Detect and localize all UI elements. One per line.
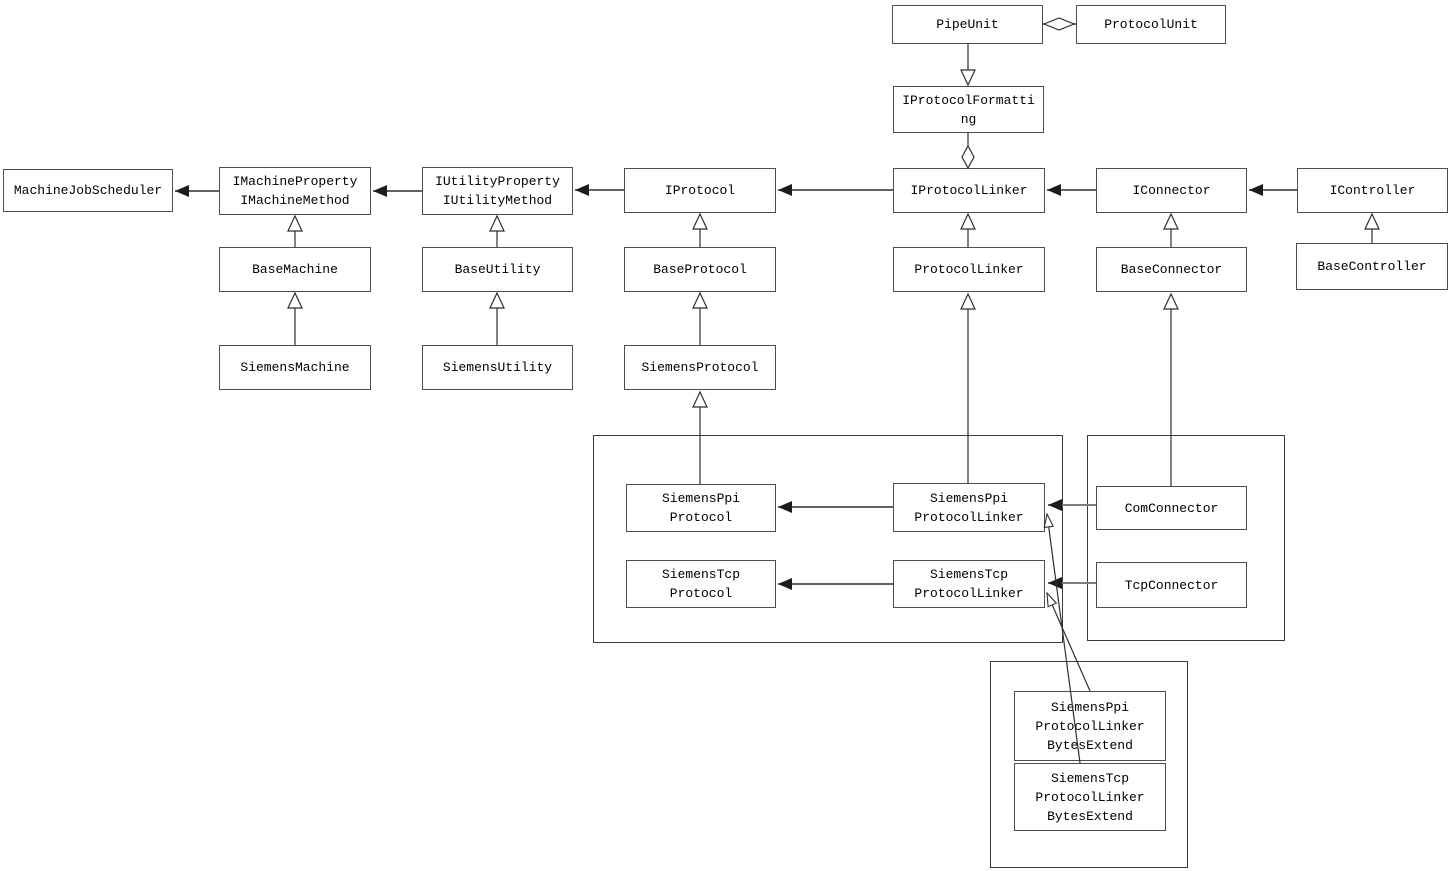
class-name-label: ComConnector [1124, 500, 1219, 516]
class-name-label: SiemensPpi ProtocolLinker BytesExtend [1035, 699, 1145, 753]
class-name-label: BaseUtility [454, 262, 541, 277]
open-diamond-icon [1042, 17, 1076, 31]
class-name-label: TcpConnector [1124, 577, 1219, 593]
group-connectors [1087, 435, 1285, 641]
class-box-basemachine[interactable]: BaseMachine [219, 247, 371, 292]
class-name-label: BaseProtocol [653, 262, 747, 277]
class-box-baseconnector[interactable]: BaseConnector [1096, 247, 1247, 292]
class-box-pipeunit[interactable]: PipeUnit [892, 5, 1043, 44]
class-box-machinejobscheduler[interactable]: MachineJobScheduler [3, 169, 173, 212]
class-name-label: IProtocolLinker [910, 183, 1028, 198]
class-name-label: ProtocolLinker [914, 262, 1024, 277]
class-box-siemensmachine[interactable]: SiemensMachine [219, 345, 371, 390]
class-name-label: IConnector [1132, 183, 1211, 198]
class-box-icontroller[interactable]: IController [1297, 168, 1448, 213]
class-box-baseutility[interactable]: BaseUtility [422, 247, 573, 292]
class-box-siemensppiprotocollinker[interactable]: SiemensPpi ProtocolLinker [893, 483, 1045, 532]
class-box-siemenstcpprotocollinker[interactable]: SiemensTcp ProtocolLinker [893, 560, 1045, 608]
class-name-label: IController [1329, 183, 1416, 198]
class-name-label: BaseMachine [252, 262, 338, 277]
class-box-baseprotocol[interactable]: BaseProtocol [624, 247, 776, 292]
class-name-label: SiemensPpi Protocol [661, 491, 740, 525]
class-box-protocolunit[interactable]: ProtocolUnit [1076, 5, 1226, 44]
class-name-label: IMachineProperty IMachineMethod [232, 174, 358, 208]
class-name-label: MachineJobScheduler [13, 183, 163, 198]
class-box-protocollinker[interactable]: ProtocolLinker [893, 247, 1045, 292]
class-name-label: PipeUnit [936, 17, 999, 32]
class-name-label: IUtilityProperty IUtilityMethod [435, 174, 560, 208]
class-name-label: ProtocolUnit [1104, 17, 1198, 32]
class-box-iconnector[interactable]: IConnector [1096, 168, 1247, 213]
class-name-label: SiemensProtocol [641, 360, 759, 375]
class-box-iprotocollinker[interactable]: IProtocolLinker [893, 168, 1045, 213]
class-box-siemensprotocol[interactable]: SiemensProtocol [624, 345, 776, 390]
class-box-siemensppiprotocollinkerbytesextend[interactable]: SiemensPpi ProtocolLinker BytesExtend [1014, 691, 1166, 761]
group-siemens-protocol-linker [593, 435, 1063, 643]
class-box-tcpconnector[interactable]: TcpConnector [1096, 562, 1247, 608]
class-box-iprotocolformatting[interactable]: IProtocolFormatti ng [893, 86, 1044, 133]
class-box-imachineproperty-imachinemethod[interactable]: IMachineProperty IMachineMethod [219, 167, 371, 215]
class-box-siemensppiprotocol[interactable]: SiemensPpi Protocol [626, 484, 776, 532]
class-name-label: BaseConnector [1120, 262, 1223, 277]
class-box-iutilityproperty-iutilitymethod[interactable]: IUtilityProperty IUtilityMethod [422, 167, 573, 215]
class-box-basecontroller[interactable]: BaseController [1296, 243, 1448, 290]
class-name-label: SiemensTcp ProtocolLinker [914, 567, 1024, 601]
class-name-label: SiemensMachine [240, 360, 350, 375]
class-name-label: SiemensUtility [442, 360, 553, 375]
open-diamond-icon [961, 144, 975, 170]
class-name-label: BaseController [1317, 259, 1427, 274]
class-name-label: SiemensPpi ProtocolLinker [914, 490, 1024, 525]
class-box-siemenstcpprotocollinkerbytesextend[interactable]: SiemensTcp ProtocolLinker BytesExtend [1014, 763, 1166, 831]
class-name-label: SiemensTcp Protocol [661, 567, 740, 601]
class-name-label: IProtocol [664, 183, 736, 198]
class-name-label: SiemensTcp ProtocolLinker BytesExtend [1035, 770, 1145, 824]
class-box-comconnector[interactable]: ComConnector [1096, 486, 1247, 530]
class-box-siemensutility[interactable]: SiemensUtility [422, 345, 573, 390]
class-box-siemenstcpprotocol[interactable]: SiemensTcp Protocol [626, 560, 776, 608]
class-name-label: IProtocolFormatti ng [902, 92, 1035, 127]
class-box-iprotocol[interactable]: IProtocol [624, 168, 776, 213]
